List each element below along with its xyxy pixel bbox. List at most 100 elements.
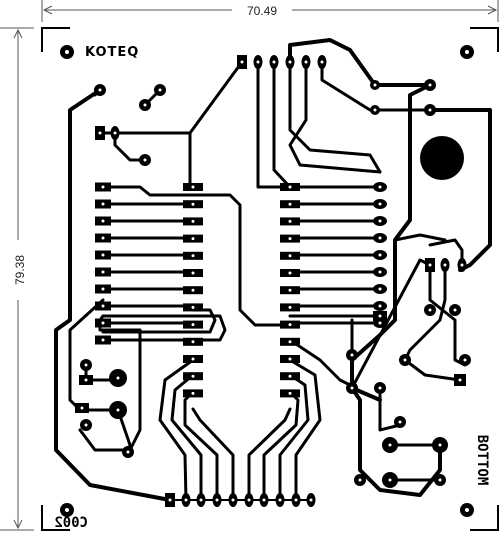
pad-hole — [288, 271, 292, 275]
pad-hole — [398, 420, 402, 424]
pad-hole — [309, 498, 313, 502]
trace — [256, 60, 292, 189]
width-dimension — [41, 0, 499, 22]
trace — [158, 358, 195, 502]
width-label: 70.49 — [247, 4, 277, 18]
pad-hole — [438, 478, 442, 482]
pad-hole — [191, 340, 195, 344]
pad-hole — [240, 60, 244, 64]
pad-hole — [304, 60, 308, 64]
pad-hole — [98, 88, 102, 92]
height-dimension — [0, 27, 34, 531]
trace — [288, 358, 322, 502]
pad-hole — [191, 185, 195, 189]
pad-hole — [191, 271, 195, 275]
pad-hole — [288, 254, 292, 258]
pad-hole — [288, 185, 292, 189]
pad-hole — [191, 219, 195, 223]
pad-hole — [80, 406, 84, 410]
trace — [350, 386, 442, 497]
trace — [68, 298, 105, 412]
pad-hole — [288, 237, 292, 241]
pad-hole — [168, 498, 172, 502]
pad-hole — [443, 263, 447, 267]
pad-hole — [191, 323, 195, 327]
pad-hole — [288, 305, 292, 309]
pad-hole — [101, 219, 105, 223]
pad-hole — [378, 202, 382, 206]
pad-hole — [288, 60, 292, 64]
side-label-rotated: BOTTOM — [474, 435, 490, 486]
pad-hole — [101, 202, 105, 206]
pad-hole — [256, 60, 260, 64]
pad-hole — [378, 314, 382, 318]
pad-hole — [98, 131, 102, 135]
pad-hole — [184, 498, 188, 502]
large-mounting-pad — [420, 136, 464, 180]
pad-hole — [101, 270, 105, 274]
code-label-mirrored: C002 — [54, 515, 88, 531]
pad-hole — [272, 60, 276, 64]
trace — [403, 263, 447, 362]
trace — [428, 108, 492, 272]
pad-hole — [428, 83, 432, 87]
trace — [101, 314, 227, 342]
trace — [191, 407, 235, 502]
trace — [98, 131, 147, 162]
trace — [288, 338, 352, 387]
pad-hole — [320, 60, 324, 64]
corner-marks — [41, 27, 499, 531]
pad-hole — [84, 378, 88, 382]
trace — [101, 185, 292, 327]
pad-hole — [191, 391, 195, 395]
pad-hole — [388, 443, 392, 447]
pad-hole — [288, 391, 292, 395]
pad-hole — [460, 263, 464, 267]
pad-hole — [191, 357, 195, 361]
pad-hole — [231, 498, 235, 502]
pad-hole — [288, 202, 292, 206]
pad-hole — [247, 498, 251, 502]
trace — [288, 60, 382, 174]
trace — [378, 393, 402, 432]
pad-hole — [378, 236, 382, 240]
pad-hole — [116, 408, 120, 412]
trace — [428, 238, 464, 267]
pad-hole — [101, 338, 105, 342]
pad-hole — [378, 253, 382, 257]
pad-hole — [373, 83, 377, 87]
pad-hole — [288, 374, 292, 378]
pad-hole — [288, 357, 292, 361]
pad-hole — [350, 386, 354, 390]
pad-hole — [199, 498, 203, 502]
brand-logo-text: KOTEQ — [85, 45, 139, 60]
pad-hole — [191, 237, 195, 241]
pad-hole — [378, 386, 382, 390]
pad-hole — [262, 498, 266, 502]
pad-hole — [288, 219, 292, 223]
pad-hole — [378, 270, 382, 274]
pad-hole — [215, 498, 219, 502]
pad-hole — [378, 304, 382, 308]
pad-hole — [438, 443, 442, 447]
copper-pads — [75, 55, 471, 507]
pad-hole — [84, 363, 88, 367]
pad-hole — [288, 340, 292, 344]
pad-hole — [453, 308, 457, 312]
trace — [113, 131, 192, 189]
pad-hole — [278, 498, 282, 502]
pad-hole — [373, 108, 377, 112]
pad-hole — [403, 358, 407, 362]
pad-hole — [101, 185, 105, 189]
pad-hole — [463, 358, 467, 362]
pad-hole — [358, 478, 362, 482]
pad-hole — [378, 219, 382, 223]
trace — [272, 60, 292, 189]
trace — [350, 83, 432, 402]
pad-hole — [191, 305, 195, 309]
pad-hole — [378, 321, 382, 325]
trace — [393, 233, 447, 242]
trace — [247, 407, 292, 502]
pad-hole — [143, 158, 147, 162]
